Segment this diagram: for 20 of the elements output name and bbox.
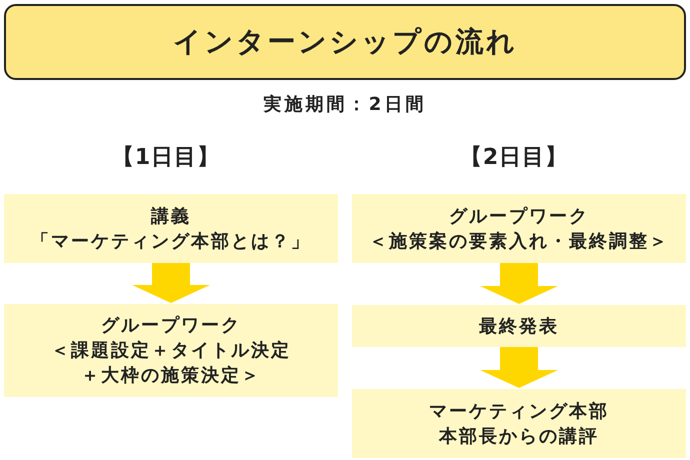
step-title: マーケティング本部本部長からの講評: [428, 400, 610, 448]
day-heading: 【1日目】: [112, 144, 220, 172]
step-title: グループワーク: [101, 314, 241, 338]
step-title: 最終発表: [479, 314, 559, 338]
step-description: ＜課題設定＋タイトル決定＋大枠の施策決定＞: [50, 339, 292, 388]
step-box: [4, 194, 338, 263]
step-description: 「マーケティング本部とは？」: [31, 230, 311, 254]
title-banner: インターンシップの流れ: [4, 4, 686, 80]
duration-note: 実施期間：2日間: [264, 93, 426, 116]
step-description: ＜施策案の要素入れ・最終調整＞: [369, 230, 669, 254]
step-title: グループワーク: [449, 204, 589, 228]
step-box: [4, 304, 338, 397]
arrow: [132, 263, 210, 303]
step-box: [352, 389, 686, 458]
step-title: 講義: [151, 204, 191, 228]
step-box: [352, 194, 686, 263]
arrow: [480, 347, 558, 388]
step-box: [352, 305, 686, 347]
day-heading: 【2日目】: [460, 144, 568, 172]
arrow: [480, 263, 558, 304]
